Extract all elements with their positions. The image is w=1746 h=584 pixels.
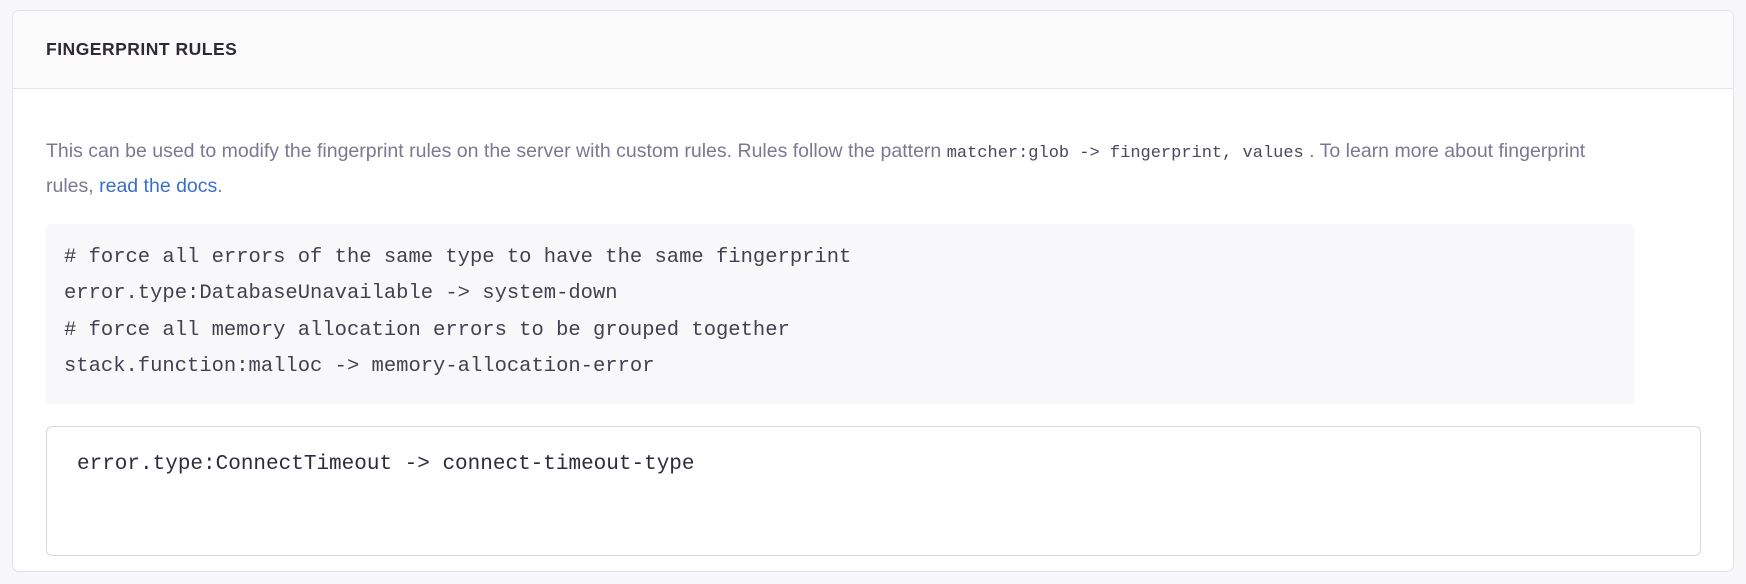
page-title: FINGERPRINT RULES xyxy=(46,39,238,59)
panel-body: This can be used to modify the fingerpri… xyxy=(13,89,1733,556)
fingerprint-rules-panel: FINGERPRINT RULES This can be used to mo… xyxy=(12,10,1734,572)
description-part-2: . To learn more about fingerprint rules, xyxy=(46,139,1586,197)
description-text: This can be used to modify the fingerpri… xyxy=(46,135,1606,203)
fingerprint-rules-textarea[interactable] xyxy=(46,425,1701,556)
example-line: error.type:DatabaseUnavailable -> system… xyxy=(64,282,618,305)
read-the-docs-link[interactable]: read the docs xyxy=(99,174,218,197)
example-line: # force all memory allocation errors to … xyxy=(64,318,790,342)
pattern-code-snippet: matcher:glob -> fingerprint, values xyxy=(946,143,1304,163)
example-line: # force all errors of the same type to h… xyxy=(64,245,852,269)
description-part-1: This can be used to modify the fingerpri… xyxy=(46,139,947,162)
panel-header: FINGERPRINT RULES xyxy=(13,11,1733,89)
example-line: stack.function:malloc -> memory-allocati… xyxy=(64,355,655,378)
description-part-3: . xyxy=(217,174,223,197)
example-rules-block: # force all errors of the same type to h… xyxy=(46,223,1634,404)
